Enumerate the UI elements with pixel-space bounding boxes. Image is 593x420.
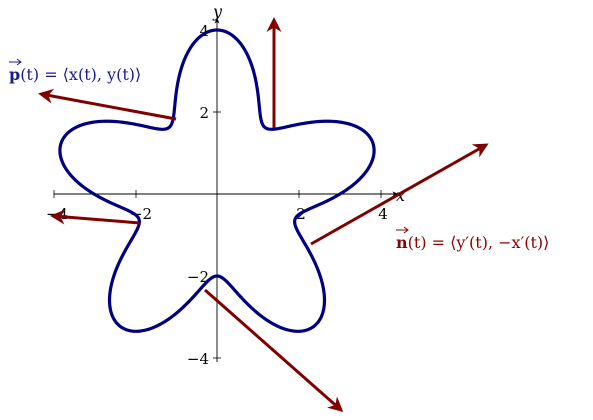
n-formula: (t) = ⟨y′(t), −x′(t)⟩: [408, 233, 550, 252]
position-vector-arrow: [204, 288, 344, 412]
x-tick-label: 4: [378, 205, 388, 223]
position-vector-arrow: [50, 209, 141, 225]
svg-text:n(t) = ⟨y′(t), −x′(t)⟩: n(t) = ⟨y′(t), −x′(t)⟩: [396, 233, 549, 252]
y-tick-label: 4: [199, 22, 209, 40]
position-label: p(t) = ⟨x(t), y(t)⟩: [9, 58, 141, 84]
y-tick-label: −4: [187, 350, 209, 368]
normal-label: n(t) = ⟨y′(t), −x′(t)⟩: [396, 226, 549, 252]
x-tick-label: −2: [130, 205, 152, 223]
n-vector-symbol: n: [396, 233, 408, 252]
normal-vector-arrow: [310, 143, 489, 246]
y-tick-label: 2: [199, 104, 209, 122]
p-vector-symbol: p: [9, 65, 20, 84]
y-tick-label: −2: [187, 268, 209, 286]
x-tick-label: −4: [46, 205, 68, 223]
p-formula: (t) = ⟨x(t), y(t)⟩: [20, 65, 141, 84]
vector-arrowhead-icon: [403, 226, 409, 234]
y-axis-label: y: [212, 2, 223, 21]
x-axis-label: x: [396, 186, 405, 205]
position-vector-arrow: [38, 88, 177, 121]
svg-text:p(t) = ⟨x(t), y(t)⟩: p(t) = ⟨x(t), y(t)⟩: [9, 65, 141, 84]
vector-arrowhead-icon: [16, 58, 22, 66]
star-curve: [58, 28, 376, 333]
